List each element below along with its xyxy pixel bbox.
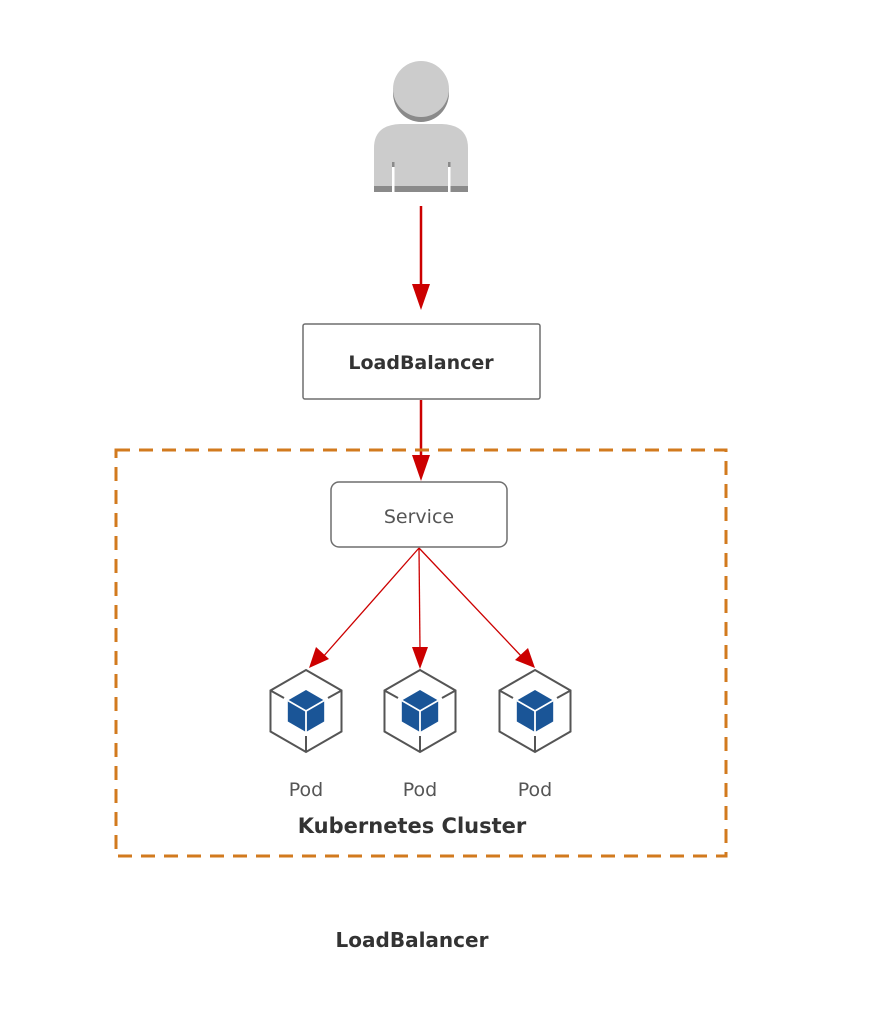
loadbalancer-node-label: LoadBalancer — [348, 352, 494, 374]
user-icon — [374, 61, 468, 192]
loadbalancer-node[interactable]: LoadBalancer — [302, 323, 541, 400]
pod-label: Pod — [518, 779, 552, 801]
service-node-label: Service — [384, 506, 454, 528]
pod-cube-icon — [498, 668, 572, 754]
kubernetes-cluster-boundary — [114, 448, 728, 858]
pod-cube-icon — [269, 668, 343, 754]
kubernetes-cluster-label: Kubernetes Cluster — [298, 814, 527, 838]
pod-node[interactable]: Pod — [383, 668, 457, 801]
pod-node[interactable]: Pod — [498, 668, 572, 801]
pod-cube-icon — [383, 668, 457, 754]
pod-label: Pod — [289, 779, 323, 801]
edge-service-to-pod-2 — [412, 547, 428, 669]
edge-service-to-pod-3 — [418, 547, 535, 668]
pod-node[interactable]: Pod — [269, 668, 343, 801]
edge-user-to-loadbalancer — [412, 206, 430, 310]
edge-service-to-pod-1 — [309, 547, 420, 668]
pod-label: Pod — [403, 779, 437, 801]
service-node[interactable]: Service — [330, 481, 508, 548]
diagram-caption: LoadBalancer — [336, 928, 489, 952]
edge-loadbalancer-to-service — [412, 400, 430, 481]
